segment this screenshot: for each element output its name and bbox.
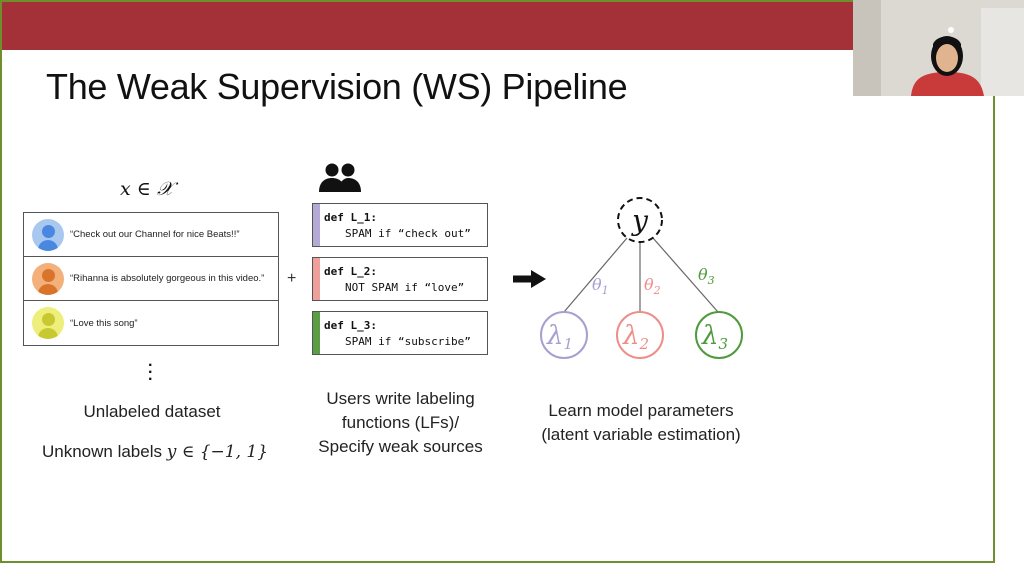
comment-text: “Rihanna is absolutely gorgeous in this …: [70, 273, 265, 284]
unknown-labels-caption: Unknown labels y ∈ {−1, 1}: [24, 440, 286, 464]
lf-def-keyword: def: [324, 319, 344, 332]
latent-node: [617, 197, 663, 243]
input-space-label: x ∈ 𝒳: [120, 178, 174, 200]
lf-name: L_1:: [350, 211, 378, 224]
lf-rule: SPAM if “check out”: [345, 227, 471, 240]
source-node-1: [540, 311, 588, 359]
lf-rule: NOT SPAM if “love”: [345, 281, 465, 294]
latent-label: y: [630, 204, 649, 237]
lf-caption: Users write labeling functions (LFs)/ Sp…: [298, 387, 503, 459]
edge-line: [652, 237, 719, 313]
webcam-video: [853, 0, 1024, 96]
comment-text: “Love this song”: [70, 317, 138, 329]
model-caption-line: Learn model parameters: [548, 401, 734, 420]
avatar-icon: [32, 307, 64, 339]
slide: The Weak Supervision (WS) Pipeline x ∈ 𝒳…: [0, 0, 995, 563]
labeling-function-3: def L_3: SPAM if “subscribe”: [312, 311, 488, 355]
labeling-function-1: def L_1: SPAM if “check out”: [312, 203, 488, 247]
lf-color-bar: [313, 258, 320, 300]
theta-3-label: θ3: [698, 265, 715, 287]
lambda-2-label: λ2: [622, 321, 649, 353]
comment-text: “Check out our Channel for nice Beats!!”: [70, 229, 240, 240]
avatar-icon: [32, 262, 64, 295]
avatar-icon: [32, 218, 64, 251]
edge-line: [563, 237, 628, 313]
vertical-ellipsis-icon: ···: [148, 357, 154, 388]
lf-caption-line: functions (LFs)/: [341, 413, 460, 432]
slide-title: The Weak Supervision (WS) Pipeline: [46, 66, 628, 107]
labeling-function-2: def L_2: NOT SPAM if “love”: [312, 257, 488, 301]
comment-item: “Check out our Channel for nice Beats!!”: [24, 213, 278, 257]
unknown-labels-text: Unknown labels: [41, 442, 162, 461]
right-arrow-icon: [513, 270, 546, 288]
lf-caption-line: Users write labeling: [326, 389, 475, 408]
lf-name: L_2:: [350, 265, 378, 278]
lf-caption-line: Specify weak sources: [318, 437, 483, 456]
source-node-3: [695, 311, 743, 359]
lf-name: L_3:: [350, 319, 378, 332]
comment-list: “Check out our Channel for nice Beats!!”…: [23, 212, 279, 346]
theta-1-label: θ1: [592, 275, 609, 297]
unknown-labels-math: y ∈ {−1, 1}: [166, 442, 269, 462]
comment-item: “Rihanna is absolutely gorgeous in this …: [24, 257, 278, 301]
slide-header-bar: [2, 2, 993, 50]
theta-2-label: θ2: [644, 275, 661, 297]
unlabeled-caption: Unlabeled dataset: [83, 402, 221, 421]
lambda-3-label: λ3: [701, 321, 728, 353]
lf-color-bar: [313, 204, 320, 246]
graphical-model: y θ1 θ2 θ3 λ1 λ2 λ3: [540, 197, 743, 359]
lf-rule: SPAM if “subscribe”: [345, 335, 471, 348]
plus-sign: +: [287, 270, 297, 287]
source-node-2: [616, 311, 664, 359]
model-caption-line: (latent variable estimation): [541, 425, 741, 444]
lf-def-keyword: def: [324, 211, 344, 224]
lf-color-bar: [313, 312, 320, 354]
model-caption: Learn model parameters (latent variable …: [512, 399, 770, 447]
speaker-video-frame: [853, 0, 1024, 96]
users-icon: [319, 163, 361, 192]
lf-def-keyword: def: [324, 265, 344, 278]
comment-item: “Love this song”: [24, 301, 278, 345]
lambda-1-label: λ1: [546, 321, 573, 353]
